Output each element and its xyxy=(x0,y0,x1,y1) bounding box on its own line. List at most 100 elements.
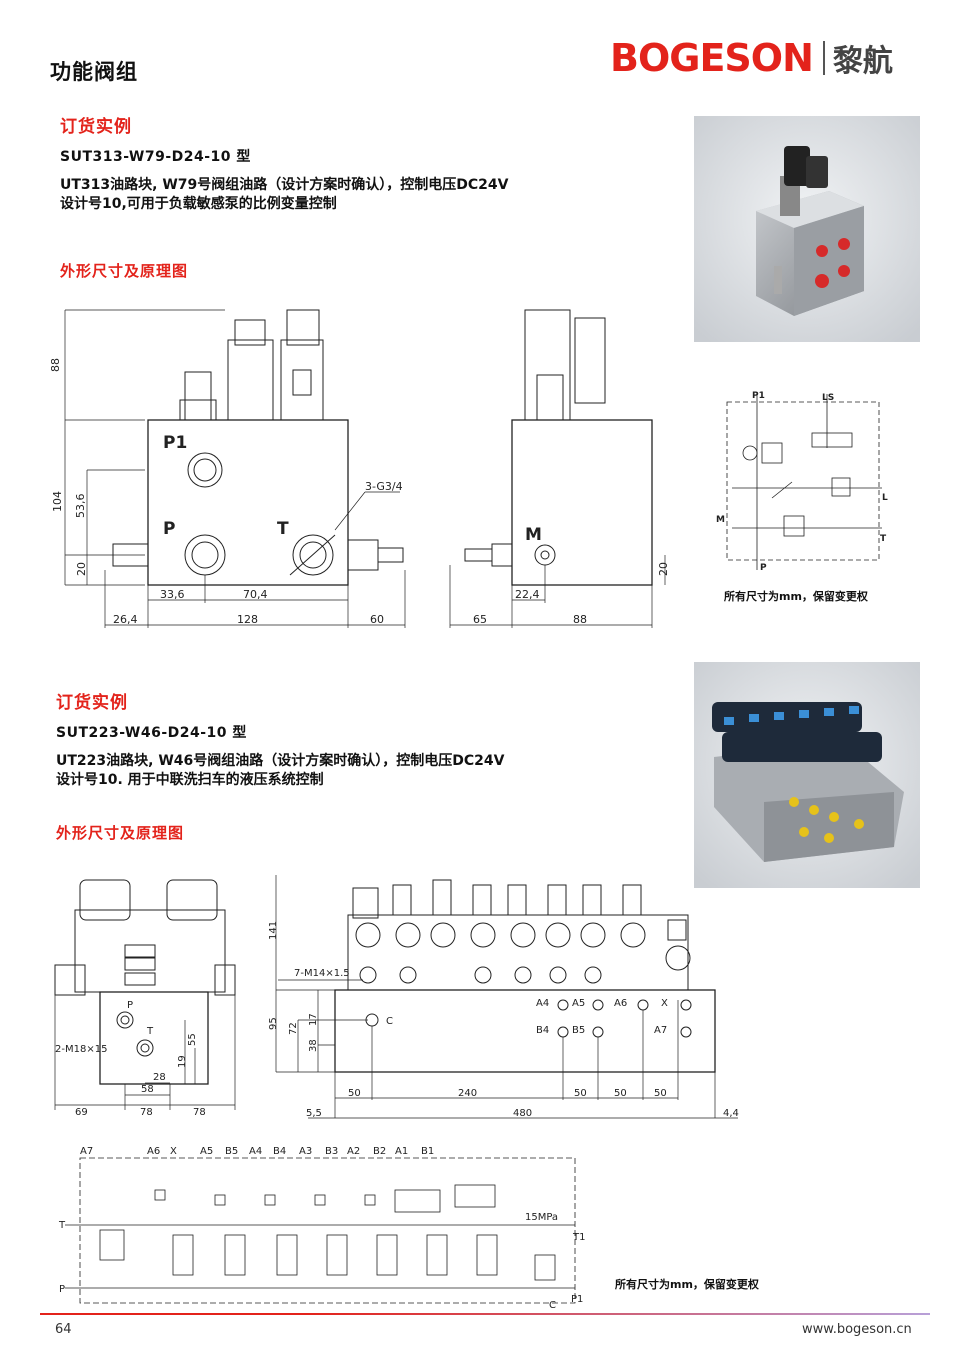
dim-69: 69 xyxy=(75,1107,88,1118)
dim-4-4: 4,4 xyxy=(723,1108,739,1119)
label-b4: B4 xyxy=(536,1025,549,1036)
label-a4: A4 xyxy=(536,998,549,1009)
dim-50c: 50 xyxy=(614,1088,627,1099)
label-c: C xyxy=(386,1016,393,1027)
label-b5: B5 xyxy=(572,1025,585,1036)
schem1-p1: P1 xyxy=(752,391,765,401)
dim-70: 70,4 xyxy=(243,588,268,601)
section2-diagram-heading: 外形尺寸及原理图 xyxy=(56,824,185,842)
page-title: 功能阀组 xyxy=(50,60,138,84)
label-a6: A6 xyxy=(614,998,627,1009)
page-number: 64 xyxy=(55,1322,72,1337)
label-p-side: P xyxy=(127,1000,133,1011)
dim-20: 20 xyxy=(75,562,88,576)
schem2-c: C xyxy=(549,1300,556,1310)
section1-desc-line2: 设计号10,可用于负载敏感泵的比例变量控制 xyxy=(60,196,337,212)
section1-desc-line1: UT313油路块, W79号阀组油路（设计方案时确认），控制电压DC24V xyxy=(60,177,509,193)
section2-desc-line2: 设计号10. 用于中联洗扫车的液压系统控制 xyxy=(56,772,324,788)
section1-hydraulic-schematic: P1 LS L M T P xyxy=(712,388,892,578)
logo-divider xyxy=(822,41,825,75)
dim-78b: 78 xyxy=(193,1107,206,1118)
dim-95: 95 xyxy=(268,1017,279,1030)
dim-20-right: 20 xyxy=(657,562,670,576)
schem2-p: P xyxy=(59,1284,65,1295)
section1-heading: 订货实例 xyxy=(60,117,132,137)
label-m14: 7-M14×1.5 xyxy=(294,968,350,979)
section1-note: 所有尺寸为mm，保留变更权 xyxy=(724,590,868,603)
dim-128: 128 xyxy=(237,613,258,626)
schem2-x: X xyxy=(170,1146,177,1157)
dim-50b: 50 xyxy=(574,1088,587,1099)
schem2-p1: P1 xyxy=(571,1294,583,1305)
section2-desc-line1: UT223油路块, W46号阀组油路（设计方案时确认），控制电压DC24V xyxy=(56,753,505,769)
label-m18: 2-M18×15 xyxy=(55,1044,107,1055)
label-p1: P1 xyxy=(163,433,187,453)
dim-17: 17 xyxy=(308,1013,319,1026)
section2-model: SUT223-W46-D24-10 型 xyxy=(56,725,247,741)
schem1-p: P xyxy=(760,563,767,573)
schem2-a4: A4 xyxy=(249,1146,262,1157)
dim-22: 22,4 xyxy=(515,588,540,601)
label-t-side: T xyxy=(146,1026,154,1037)
schem2-15mpa: 15MPa xyxy=(525,1212,558,1223)
section2-note: 所有尺寸为mm，保留变更权 xyxy=(615,1278,759,1291)
schem2-b5: B5 xyxy=(225,1146,238,1157)
dim-88: 88 xyxy=(49,358,62,372)
label-port: 3-G3/4 xyxy=(365,480,403,493)
section1-diagram-heading: 外形尺寸及原理图 xyxy=(60,262,189,280)
section1-dimension-drawing: P1 P T M 3-G3/4 88 104 53,6 20 20 33,6 7… xyxy=(45,300,685,630)
brand-name-cn: 黎航 xyxy=(832,44,893,79)
schem2-a2: A2 xyxy=(347,1146,360,1157)
schem2-b1: B1 xyxy=(421,1146,434,1157)
dim-141: 141 xyxy=(268,921,279,940)
dim-240: 240 xyxy=(458,1088,477,1099)
schem1-ls: LS xyxy=(822,393,834,403)
label-x: X xyxy=(661,998,668,1009)
label-a7: A7 xyxy=(654,1025,667,1036)
dim-33: 33,6 xyxy=(160,588,185,601)
label-p: P xyxy=(163,519,175,539)
schem2-a7: A7 xyxy=(80,1146,93,1157)
valve-block-photo-2 xyxy=(694,662,920,888)
brand-name-en: BOGESON xyxy=(610,36,814,80)
dim-5-5: 5,5 xyxy=(306,1108,322,1119)
schem2-b2: B2 xyxy=(373,1146,386,1157)
footer-divider xyxy=(40,1313,930,1315)
section2-side-view: 2-M18×15 P T 19 55 28 58 69 78 78 xyxy=(45,870,245,1120)
schem1-t: T xyxy=(880,534,887,544)
dim-38: 38 xyxy=(308,1039,319,1052)
dim-88-bottom: 88 xyxy=(573,613,587,626)
section2-front-view: 7-M14×1.5 C A4 A5 A6 X B4 B5 A7 141 95 7… xyxy=(268,870,748,1120)
schem2-a3: A3 xyxy=(299,1146,312,1157)
label-t: T xyxy=(277,519,289,539)
dim-58: 58 xyxy=(141,1084,154,1095)
dim-480: 480 xyxy=(513,1108,532,1119)
schem2-a5: A5 xyxy=(200,1146,213,1157)
section2-heading: 订货实例 xyxy=(56,693,128,713)
dim-65: 65 xyxy=(473,613,487,626)
dim-26: 26,4 xyxy=(113,613,138,626)
dim-28: 28 xyxy=(153,1072,166,1083)
schem2-t1: T1 xyxy=(572,1232,585,1243)
dim-72: 72 xyxy=(288,1022,299,1035)
schem2-a6: A6 xyxy=(147,1146,160,1157)
label-m: M xyxy=(525,525,542,545)
schem2-b4: B4 xyxy=(273,1146,286,1157)
dim-78a: 78 xyxy=(140,1107,153,1118)
dim-55: 55 xyxy=(187,1033,198,1046)
schem1-m: M xyxy=(716,515,725,525)
website-url: www.bogeson.cn xyxy=(802,1322,912,1337)
dim-53: 53,6 xyxy=(74,494,87,519)
dim-104: 104 xyxy=(51,491,64,512)
schem2-a1: A1 xyxy=(395,1146,408,1157)
schem2-b3: B3 xyxy=(325,1146,338,1157)
section2-hydraulic-schematic: A7 A6 X A5 B5 A4 B4 A3 B3 A2 B2 A1 B1 T … xyxy=(55,1140,595,1311)
dim-60: 60 xyxy=(370,613,384,626)
section1-model: SUT313-W79-D24-10 型 xyxy=(60,149,251,165)
valve-block-photo-1 xyxy=(694,116,920,342)
dim-50d: 50 xyxy=(654,1088,667,1099)
schem2-t: T xyxy=(58,1220,66,1231)
dim-50a: 50 xyxy=(348,1088,361,1099)
label-a5: A5 xyxy=(572,998,585,1009)
dim-19: 19 xyxy=(177,1055,188,1068)
